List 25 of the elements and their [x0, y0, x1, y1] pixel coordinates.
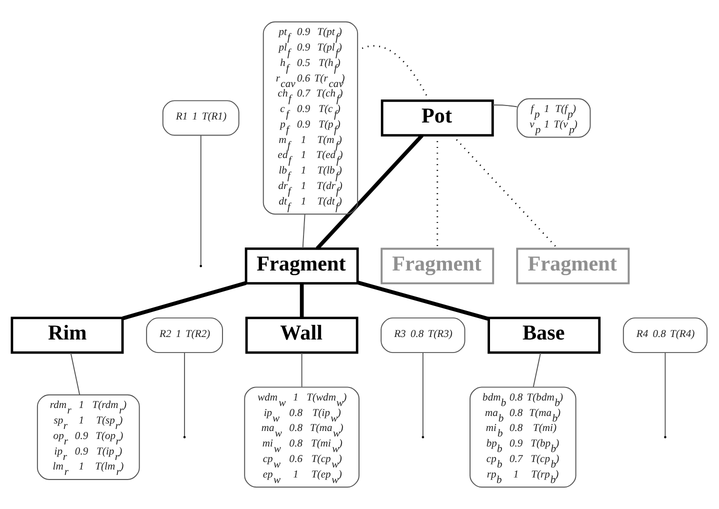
- node-box: R2 1 T(R2): [146, 317, 223, 354]
- connector: [357, 280, 489, 321]
- node-box: Pot: [380, 99, 494, 136]
- connector: [200, 134, 202, 266]
- connector: [664, 352, 666, 437]
- node-box: R1 1 T(R1): [162, 100, 240, 136]
- connector: [492, 104, 518, 108]
- connector: [301, 352, 302, 388]
- connector: [184, 352, 185, 437]
- node-box: Wall: [245, 316, 358, 354]
- node-box: R4 0.8 T(R4): [622, 317, 708, 354]
- node-box: Fragment: [244, 248, 359, 285]
- connector: [302, 214, 306, 249]
- connector: [532, 352, 542, 388]
- connector: [422, 352, 424, 437]
- connector: [300, 284, 304, 318]
- connector: [122, 281, 246, 320]
- node-box: Rim: [10, 316, 124, 354]
- node-box: Fragment: [516, 248, 630, 284]
- connector: [452, 134, 558, 249]
- node-box: R3 0.8 T(R3): [380, 317, 466, 354]
- node-box: Base: [488, 316, 601, 354]
- connector: [316, 134, 424, 250]
- node-box: Fragment: [380, 248, 494, 284]
- connector: [70, 352, 80, 396]
